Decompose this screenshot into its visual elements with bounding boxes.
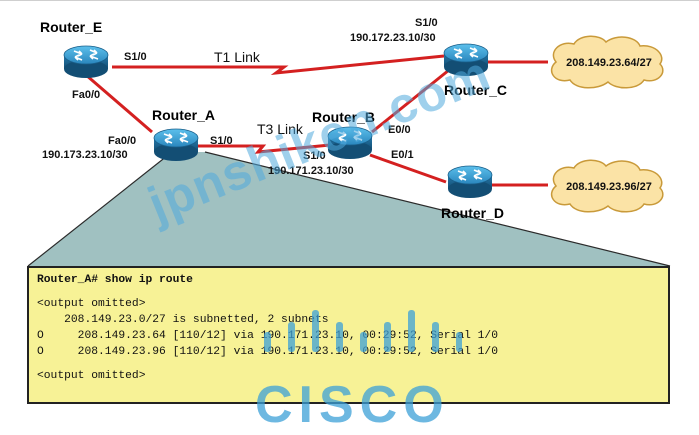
cloud-d: 208.149.23.96/27 — [550, 159, 664, 213]
router-c-icon[interactable] — [443, 43, 489, 77]
cloud-c: 208.149.23.64/27 — [550, 35, 664, 89]
router-a-label: Router_A — [152, 107, 215, 123]
router-b-s10-label: S1/0 — [303, 150, 326, 162]
router-b-e00-label: E0/0 — [388, 124, 411, 136]
router-b-e01-label: E0/1 — [391, 149, 414, 161]
router-e-label: Router_E — [40, 19, 102, 35]
router-c-s10-label: S1/0 — [415, 17, 438, 29]
cloud-d-label: 208.149.23.96/27 — [566, 181, 652, 193]
router-d-icon[interactable] — [447, 165, 493, 199]
links — [85, 54, 548, 187]
router-e-icon[interactable] — [63, 45, 109, 79]
cloud-c-label: 208.149.23.64/27 — [566, 57, 652, 69]
console-output: Router_A# show ip route <output omitted>… — [27, 266, 670, 404]
cisco-bars-logo — [264, 310, 462, 352]
cloud-d-shape — [550, 159, 664, 213]
zoom-wedge — [28, 152, 670, 266]
e-a-link-line — [85, 73, 153, 134]
zoom-edge-right — [204, 151, 671, 267]
router-a-fa00-label: Fa0/0 — [108, 135, 136, 147]
b-d-link-line — [369, 153, 447, 184]
router-b-ip-label: 190.171.23.10/30 — [268, 165, 354, 177]
router-e-fa00-label: Fa0/0 — [72, 89, 100, 101]
router-c-label: Router_C — [444, 82, 507, 98]
router-b-label: Router_B — [312, 109, 375, 125]
console-prompt: Router_A# show ip route — [37, 274, 193, 286]
router-b-icon[interactable] — [327, 126, 373, 160]
t3-link-label: T3 Link — [257, 121, 304, 137]
router-c-ip-label: 190.172.23.10/30 — [350, 32, 436, 44]
t3-link-line — [198, 143, 331, 154]
cloud-c-shape — [550, 35, 664, 89]
t1-link-label: T1 Link — [214, 49, 261, 65]
console-route-line: O 208.149.23.96 [110/12] via 190.171.23.… — [37, 346, 498, 358]
b-c-link-line — [371, 64, 455, 134]
router-a-s10-label: S1/0 — [210, 135, 233, 147]
router-e-s10-label: S1/0 — [124, 51, 147, 63]
zoom-edge-left — [27, 151, 173, 267]
router-a-icon[interactable] — [153, 128, 199, 162]
t1-link-line — [112, 54, 445, 76]
console-omitted-top: <output omitted> — [37, 298, 146, 310]
console-omitted-bottom: <output omitted> — [37, 370, 146, 382]
router-a-ip-label: 190.173.23.10/30 — [42, 149, 128, 161]
router-d-label: Router_D — [441, 205, 504, 221]
